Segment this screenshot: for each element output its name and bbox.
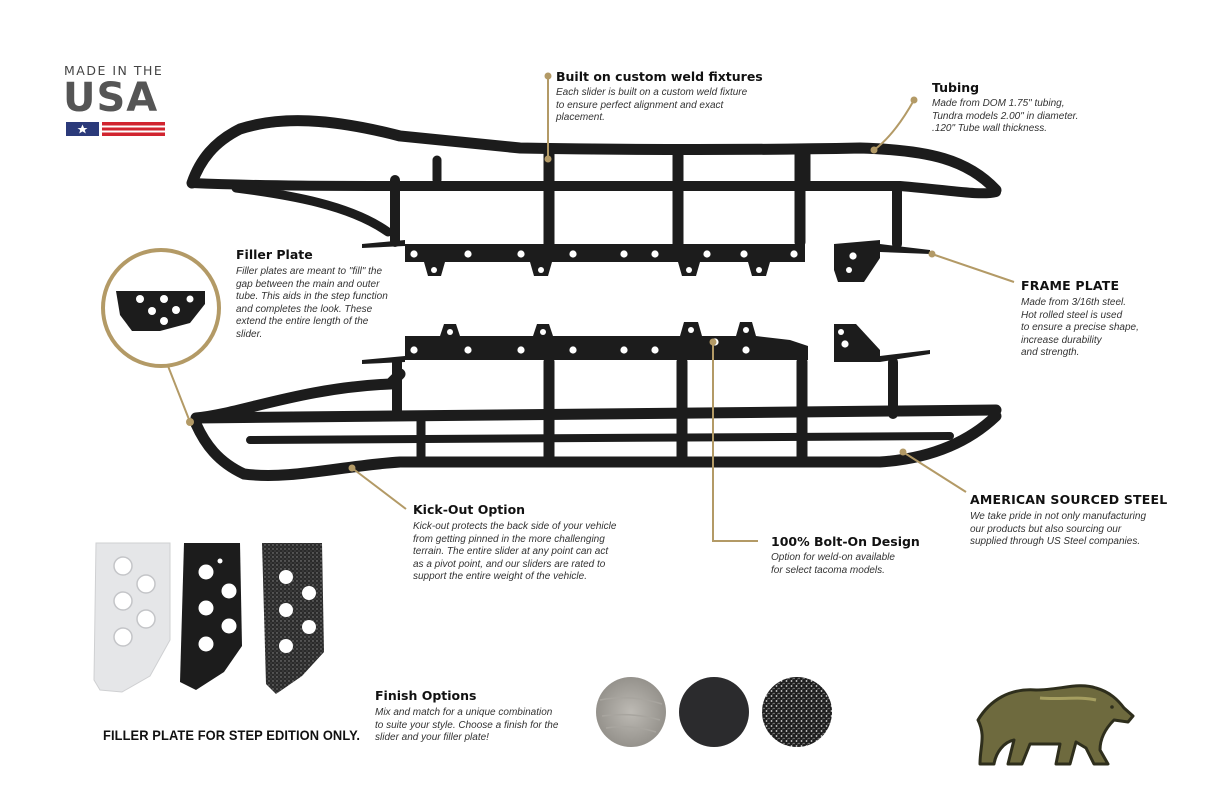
top-frame-plate <box>362 240 930 282</box>
annotation-title: Finish Options <box>375 688 477 703</box>
annotation-line: slider. <box>236 328 263 340</box>
annotation-line: Option for weld-on available <box>771 552 895 563</box>
annotation-title: Built on custom weld fixtures <box>556 69 763 84</box>
annotation-title: FRAME PLATE <box>1021 278 1120 293</box>
annotation-kickout: Kick-Out Option Kick-out protects the ba… <box>413 502 653 584</box>
filler-plate-note: FILLER PLATE FOR STEP EDITION ONLY. <box>103 727 361 743</box>
annotation-line: increase durability <box>1021 334 1102 346</box>
annotation-line: terrain. The entire slider at any point … <box>413 546 609 558</box>
bear-logo-icon <box>976 684 1135 766</box>
callout-leaders <box>167 76 1015 542</box>
badge-big-text: USA <box>63 75 159 121</box>
annotation-line: to suite your style. Choose a finish for… <box>375 719 559 731</box>
swatch-textured <box>762 677 832 747</box>
annotation-line: to ensure perfect alignment and exact <box>556 99 724 111</box>
annotation-filler: Filler Plate Filler plates are meant to … <box>236 247 436 342</box>
annotation-weld: Built on custom weld fixtures Each slide… <box>556 69 816 125</box>
annotation-line: to ensure a precise shape, <box>1021 322 1139 334</box>
bottom-slider <box>190 356 1002 481</box>
annotation-line: as a pivot point, and our sliders are ra… <box>413 558 606 570</box>
annotation-line: placement. <box>556 112 605 124</box>
annotation-line: tube. This aids in the step function <box>236 291 388 303</box>
annotation-line: gap between the main and outer <box>236 278 380 290</box>
annotation-line: Made from DOM 1.75" tubing, <box>932 98 1065 109</box>
annotation-bolton: 100% Bolt-On Design Option for weld-on a… <box>771 534 971 577</box>
annotation-line: and strength. <box>1021 347 1080 359</box>
top-slider <box>186 115 1002 251</box>
annotation-line: Made from 3/16th steel. <box>1021 297 1127 308</box>
badge-top-text: MADE IN THE <box>64 63 164 78</box>
annotation-line: our products but also sourcing our <box>970 523 1122 535</box>
annotation-line: and completes the look. These <box>236 303 373 315</box>
annotation-title: AMERICAN SOURCED STEEL <box>970 492 1168 507</box>
annotation-line: Kick-out protects the back side of your … <box>413 521 617 532</box>
annotation-line: Tundra models 2.00" in diameter. <box>932 110 1079 122</box>
annotation-title: Kick-Out Option <box>413 502 526 517</box>
annotation-line: for select tacoma models. <box>771 564 885 576</box>
annotation-line: .120" Tube wall thickness. <box>932 123 1048 135</box>
annotation-line: Each slider is built on a custom weld fi… <box>556 87 748 98</box>
swatch-raw <box>596 677 666 747</box>
annotation-steel: AMERICAN SOURCED STEEL We take pride in … <box>970 492 1200 549</box>
annotation-line: We take pride in not only manufacturing <box>970 511 1147 522</box>
finish-swatches <box>596 677 832 747</box>
annotation-frame: FRAME PLATE Made from 3/16th steel. Hot … <box>1021 278 1201 360</box>
annotation-line: support the entire weight of the vehicle… <box>413 571 587 583</box>
annotation-line: Mix and match for a unique combination <box>375 707 553 718</box>
annotation-title: Filler Plate <box>236 247 313 262</box>
annotation-line: Filler plates are meant to "fill" the <box>236 266 383 277</box>
annotation-line: supplied through US Steel companies. <box>970 536 1141 548</box>
filler-plate-magnifier <box>101 248 221 368</box>
annotation-title: 100% Bolt-On Design <box>771 534 920 549</box>
annotation-finish: Finish Options Mix and match for a uniqu… <box>375 688 575 745</box>
annotation-line: Hot rolled steel is used <box>1021 309 1123 321</box>
annotation-tubing: Tubing Made from DOM 1.75" tubing, Tundr… <box>932 80 1132 136</box>
annotation-title: Tubing <box>932 80 980 95</box>
swatch-black <box>679 677 749 747</box>
bottom-frame-plate <box>362 322 930 364</box>
annotation-line: extend the entire length of the <box>236 316 369 328</box>
annotation-line: from getting pinned in the more challeng… <box>413 533 605 545</box>
annotation-line: slider and your filler plate! <box>375 732 489 744</box>
callout-dot-icon <box>186 72 936 472</box>
filler-plate-samples <box>93 542 324 694</box>
